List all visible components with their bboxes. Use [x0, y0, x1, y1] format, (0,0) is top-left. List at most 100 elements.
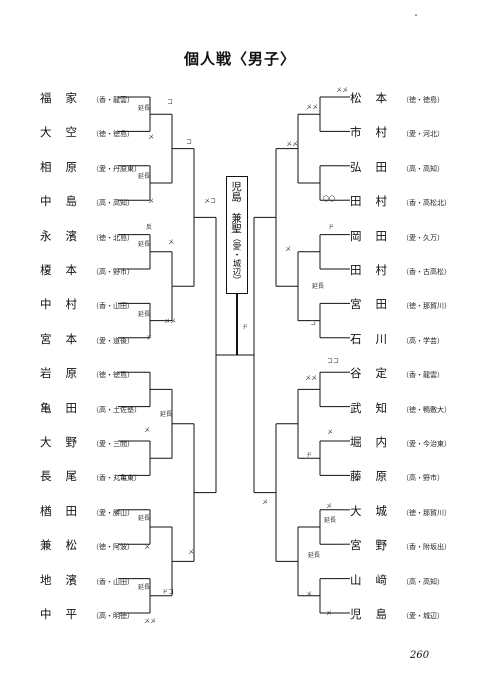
decision-mark: メ: [327, 429, 334, 436]
page-number: 260: [410, 650, 430, 661]
right-player-row: 弘田（高・高知）: [350, 159, 444, 174]
decision-mark: 延長: [308, 552, 321, 559]
left-player-row: 榎本（高・野市）: [40, 262, 134, 277]
decision-mark: メ: [262, 499, 269, 506]
player-name: 武知: [350, 400, 401, 415]
player-name: 藤原: [350, 469, 401, 484]
left-player-row: 中平（高・明徳）: [40, 606, 134, 621]
left-player-row: 長尾（香・丸亀東）: [40, 468, 141, 484]
top-dot: ・: [412, 11, 420, 20]
left-player-row: 大空（徳・徳島）: [40, 124, 134, 139]
decision-mark: メ: [168, 239, 175, 246]
decision-mark: メ: [285, 246, 292, 253]
decision-mark: メ: [144, 544, 151, 551]
player-affiliation: （愛・城辺）: [402, 612, 444, 620]
champion-name: 児島 兼聖: [230, 181, 242, 234]
player-affiliation: （高・高知）: [402, 577, 444, 586]
decision-mark: コ: [167, 99, 174, 106]
decision-mark: メメ: [305, 375, 318, 382]
player-affiliation: （香・山田）: [92, 577, 134, 586]
right-player-row: 田村（香・古高松）: [350, 262, 451, 277]
left-player-row: 亀田（高・土佐塾）: [40, 400, 141, 415]
decision-mark: 延長: [138, 311, 151, 318]
decision-mark: ド: [242, 324, 249, 331]
left-player-row: 中島（高・高知）: [40, 193, 134, 209]
player-affiliation: （高・学芸）: [402, 336, 444, 345]
decision-mark: ド: [146, 335, 153, 342]
player-name: 市村: [350, 125, 401, 140]
decision-mark: メ: [188, 549, 195, 556]
player-name: 中村: [40, 297, 91, 312]
player-name: 田村: [350, 263, 401, 277]
left-player-row: 岩原（徳・徳島）: [40, 365, 134, 381]
right-player-row: 大城（徳・那賀川）: [350, 503, 451, 518]
player-name: 福家: [40, 91, 91, 105]
player-affiliation: （徳・徳島）: [92, 371, 134, 380]
player-affiliation: （愛・三間）: [92, 440, 134, 448]
player-name: 宮野: [350, 538, 401, 553]
player-affiliation: （愛・今治東）: [402, 440, 451, 448]
player-name: 相原: [40, 159, 91, 174]
player-name: 榎本: [40, 263, 91, 277]
left-player-row: 福家（香・龍雲）: [40, 90, 134, 105]
left-player-row: 地濱（香・山田）: [40, 572, 134, 587]
decision-mark: メメ: [336, 87, 349, 94]
decision-mark: コ: [186, 139, 193, 146]
right-player-row: 山﨑（高・高知）: [350, 572, 444, 587]
player-affiliation: （徳・阿波）: [92, 543, 134, 552]
decision-mark: 延長: [138, 241, 151, 248]
right-player-row: 児島（愛・城辺）: [350, 606, 444, 621]
player-name: 宮本: [40, 331, 91, 346]
player-affiliation: （愛・勝山）: [92, 508, 134, 517]
player-affiliation: （愛・丹原東）: [92, 164, 141, 173]
decision-mark: ドコ: [162, 589, 175, 596]
decision-mark: メ: [148, 198, 155, 205]
decision-mark: メ: [326, 610, 333, 617]
player-affiliation: （愛・久万）: [402, 233, 444, 242]
player-name: 弘田: [350, 159, 401, 174]
right-player-row: 宮野（香・附坂出）: [350, 537, 451, 553]
right-player-row: 岡田（愛・久万）: [350, 228, 444, 243]
player-affiliation: （徳・鴨敷大）: [402, 405, 451, 414]
left-player-row: 大野（愛・三間）: [40, 434, 134, 449]
player-name: 山﨑: [350, 572, 401, 587]
right-player-row: 田村（香・高松北）: [350, 193, 451, 208]
player-affiliation: （香・龍雲）: [92, 96, 134, 104]
decision-mark: 延長: [138, 105, 151, 112]
player-affiliation: （香・高松北）: [402, 199, 451, 208]
decision-mark: 延長: [312, 283, 325, 290]
player-affiliation: （徳・徳島）: [92, 130, 134, 139]
player-affiliation: （高・高知）: [92, 199, 134, 208]
player-affiliation: （徳・那賀川）: [402, 508, 451, 517]
left-player-row: 永濱（徳・北島）: [40, 228, 134, 243]
player-affiliation: （愛・河北）: [402, 130, 444, 139]
decision-mark: 反: [146, 224, 153, 231]
decision-mark: メメ: [286, 141, 299, 148]
decision-mark: メ: [326, 503, 333, 510]
player-affiliation: （高・野市）: [402, 474, 444, 483]
left-player-row: 相原（愛・丹原東）: [40, 159, 141, 174]
decision-mark: 延長: [160, 411, 173, 418]
right-player-row: 谷定（香・龍雲）: [350, 365, 444, 380]
left-player-row: 宮本（愛・道後）: [40, 331, 134, 346]
player-name: 堀内: [350, 435, 401, 449]
player-name: 中島: [40, 194, 91, 209]
player-affiliation: （香・龍雲）: [402, 371, 444, 380]
player-name: 宮田: [350, 297, 401, 312]
right-player-row: 藤原（高・野市）: [350, 468, 444, 484]
decision-mark: メ: [148, 134, 155, 141]
decision-mark: 延長: [138, 173, 151, 180]
decision-mark: メメ: [306, 104, 319, 111]
decision-mark: メメ: [164, 318, 177, 325]
player-affiliation: （徳・那賀川）: [402, 302, 451, 311]
player-name: 石川: [350, 331, 401, 346]
player-name: 長尾: [40, 469, 91, 484]
decision-mark: 延長: [138, 515, 151, 522]
champion-box: 児島 兼聖（愛・城辺）: [226, 176, 248, 294]
champion-affiliation: （愛・城辺）: [231, 233, 241, 285]
right-player-row: 武知（徳・鴨敷大）: [350, 400, 451, 415]
decision-mark: メ: [306, 591, 313, 598]
player-name: 岩原: [40, 366, 91, 381]
decision-mark: 〇〇: [323, 196, 336, 203]
